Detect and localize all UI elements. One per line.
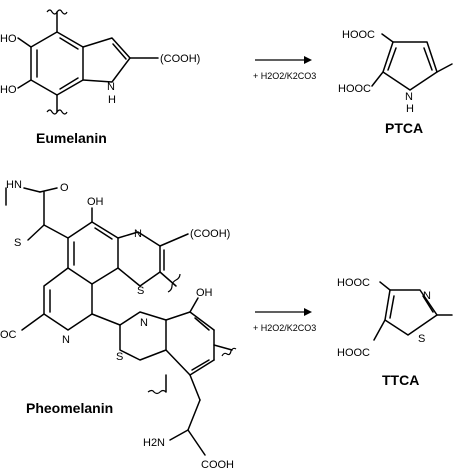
pheomelanin-n-benzo: N xyxy=(140,317,148,329)
pheomelanin-ooc: OC xyxy=(0,329,17,341)
ptca-hooc-top: HOOC xyxy=(342,29,375,41)
pheomelanin-o: O xyxy=(60,182,69,194)
pheomelanin-h2n: H2N xyxy=(143,437,165,449)
pheomelanin-hn: HN xyxy=(6,179,22,191)
pheomelanin-n-ring: N xyxy=(134,228,142,240)
reagent-label-2: + H2O2/K2CO3 xyxy=(253,323,316,333)
pheomelanin-s-left: S xyxy=(14,237,21,249)
eumelanin-cooh: (COOH) xyxy=(160,53,200,65)
pheomelanin-name: Pheomelanin xyxy=(26,400,113,416)
ttca-hooc-top: HOOC xyxy=(337,277,370,289)
ptca-h: H xyxy=(406,103,414,115)
ptca-structure: HOOC HOOC N H PTCA xyxy=(338,29,453,136)
ptca-name: PTCA xyxy=(385,120,423,136)
pheomelanin-structure: HN O S OH N (COOH) S N OC N S OH H2N COO… xyxy=(0,179,237,471)
pheomelanin-oh-top: OH xyxy=(87,196,104,208)
ttca-name: TTCA xyxy=(382,372,419,388)
ttca-structure: HOOC HOOC N S TTCA xyxy=(337,277,453,388)
eumelanin-n: N xyxy=(107,81,115,93)
pheomelanin-cooh-bottom: COOH xyxy=(201,459,234,471)
eumelanin-h: H xyxy=(108,94,116,106)
eumelanin-ho-top: HO xyxy=(0,33,17,45)
pheomelanin-cooh: (COOH) xyxy=(190,228,230,240)
ptca-hooc-bottom: HOOC xyxy=(338,83,371,95)
pheomelanin-s-benzo: S xyxy=(116,351,123,363)
pheomelanin-s-thiazine: S xyxy=(137,285,144,297)
reaction-arrow-1: + H2O2/K2CO3 xyxy=(253,56,316,81)
pheomelanin-oh-benzo: OH xyxy=(196,287,213,299)
reagent-label-1: + H2O2/K2CO3 xyxy=(253,71,316,81)
ttca-n: N xyxy=(423,290,431,302)
ttca-s: S xyxy=(418,333,425,345)
ptca-n: N xyxy=(405,91,413,103)
eumelanin-ho-bottom: HO xyxy=(0,84,17,96)
pheomelanin-n-iso: N xyxy=(62,334,70,346)
eumelanin-name: Eumelanin xyxy=(36,130,107,146)
eumelanin-structure: HO HO (COOH) N H Eumelanin xyxy=(0,9,200,146)
reaction-arrow-2: + H2O2/K2CO3 xyxy=(253,308,316,333)
ttca-hooc-bottom: HOOC xyxy=(337,347,370,359)
